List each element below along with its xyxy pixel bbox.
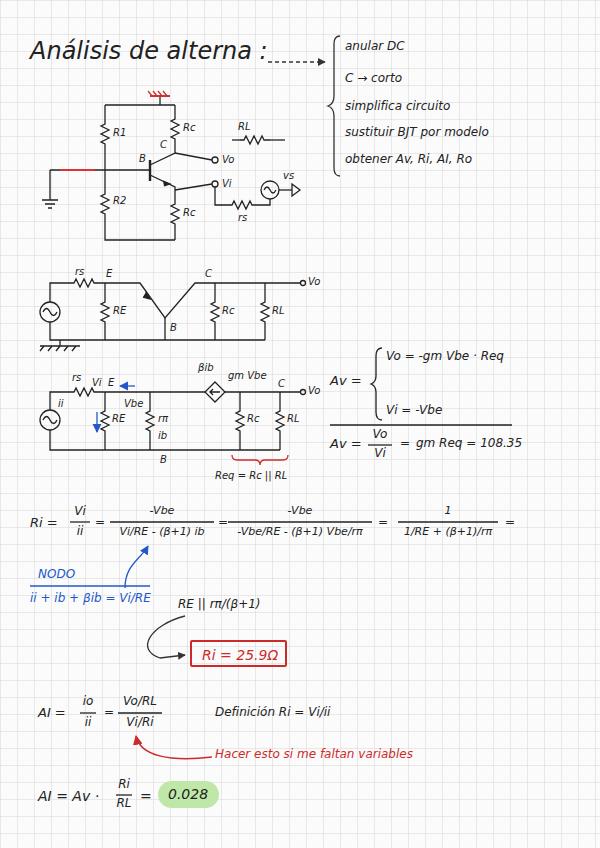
handwritten-label: rπ xyxy=(158,413,168,425)
handwritten-label: gm Vbe xyxy=(228,370,267,382)
handwritten-label: Av = xyxy=(330,374,362,389)
handwritten-label: R1 xyxy=(113,127,126,139)
handwritten-label: Rc xyxy=(222,305,234,317)
handwritten-label: -Vbe xyxy=(288,505,313,518)
node-text: 0.028 xyxy=(168,786,209,803)
handwritten-label: AI = Av · xyxy=(38,788,99,804)
handwritten-label: 1 xyxy=(445,505,452,518)
handwritten-label: Ri = xyxy=(30,516,58,531)
equation-marks xyxy=(70,348,512,795)
handwritten-label: Definición Ri = Vi/ii xyxy=(215,706,330,720)
handwritten-label: = xyxy=(218,516,228,530)
handwritten-label: io xyxy=(83,695,94,709)
handwritten-label: Vo xyxy=(373,428,388,442)
handwritten-label: RE xyxy=(113,305,126,317)
current-arrow xyxy=(120,385,135,386)
current-arrow xyxy=(96,412,97,432)
handwritten-label: = xyxy=(95,516,105,530)
handwritten-label: Hacer esto si me faltan variables xyxy=(215,748,413,762)
handwritten-label: NODO xyxy=(38,568,75,582)
handwritten-label: Vo/RL xyxy=(123,695,157,709)
handwritten-label: Rc xyxy=(183,207,195,219)
handwritten-label: βib xyxy=(198,362,214,374)
handwritten-label: Vi/Ri xyxy=(126,716,153,730)
handwritten-label: sustituir BJT por modelo xyxy=(345,126,489,140)
handwritten-label: E xyxy=(108,377,114,389)
handwritten-label: ii xyxy=(77,525,84,539)
handwritten-label: Vo = -gm Vbe · Req xyxy=(386,350,504,364)
handwritten-label: Vo xyxy=(308,385,320,397)
note-arrow xyxy=(125,546,148,588)
note-arrow xyxy=(136,736,212,759)
handwritten-label: rs xyxy=(75,266,84,278)
result-box: Ri = 25.9Ω xyxy=(190,640,287,667)
small-signal-circuit xyxy=(40,279,306,351)
note-arrow xyxy=(148,616,185,658)
handwritten-label: = xyxy=(104,706,114,720)
handwritten-label: B xyxy=(170,322,177,334)
handwritten-label: Vi xyxy=(74,505,86,519)
handwritten-label: Vi xyxy=(92,377,102,389)
hybrid-pi-model xyxy=(40,382,306,450)
handwritten-label: Req = Rc || RL xyxy=(215,470,287,482)
handwritten-label: anular DC xyxy=(345,40,405,54)
highlight-blob: 0.028 xyxy=(158,781,219,808)
handwritten-label: Vi/RE - (β+1) ib xyxy=(119,526,204,539)
handwritten-label: vs xyxy=(283,170,294,182)
handwritten-label: -Vbe/RE - (β+1) Vbe/rπ xyxy=(237,526,363,539)
handwritten-label: ii xyxy=(58,398,64,410)
handwritten-label: Vbe xyxy=(124,398,143,410)
bjt-circuit xyxy=(42,91,300,240)
handwritten-label: Vo xyxy=(222,154,234,166)
page-title: Análisis de alterna : xyxy=(30,38,268,66)
handwritten-label: AI = xyxy=(38,706,66,721)
handwritten-label: gm Req = 108.35 xyxy=(416,437,522,451)
dashed-arrow xyxy=(268,61,325,62)
handwritten-label: rs xyxy=(72,372,81,384)
handwritten-label: RE || rπ/(β+1) xyxy=(178,598,261,612)
handwritten-label: ib xyxy=(158,430,167,442)
handwritten-label: Rc xyxy=(247,413,259,425)
handwritten-label: obtener Av, Ri, AI, Ro xyxy=(345,153,472,167)
req-bracket xyxy=(232,455,288,465)
handwritten-label: rs xyxy=(238,212,247,224)
handwritten-label: Vi xyxy=(374,447,386,461)
handwritten-label: Av = xyxy=(330,437,362,452)
handwritten-label: RL xyxy=(272,305,285,317)
handwritten-label: B xyxy=(160,454,167,466)
handwritten-label: B xyxy=(139,153,146,165)
handwritten-label: C xyxy=(278,378,285,390)
handwritten-label: Vo xyxy=(308,276,320,288)
handwritten-label: RL xyxy=(238,121,251,133)
underline xyxy=(30,585,150,586)
handwritten-label: ii + ib + βib = Vi/RE xyxy=(30,592,151,606)
handwritten-label: C xyxy=(205,268,212,280)
handwritten-label: = xyxy=(378,516,388,530)
handwritten-label: E xyxy=(106,268,112,280)
handwritten-label: -Vbe xyxy=(150,505,175,518)
handwritten-label: R2 xyxy=(113,195,126,207)
handwritten-label: simplifica circuito xyxy=(345,100,450,114)
handwritten-label: Rc xyxy=(183,122,195,134)
handwritten-label: = xyxy=(505,516,515,530)
curly-brace xyxy=(328,36,340,176)
handwritten-label: Ri xyxy=(118,778,130,792)
handwritten-label: = xyxy=(140,788,152,804)
handwritten-label: RL xyxy=(116,797,131,811)
handwritten-label: C xyxy=(160,139,167,151)
handwritten-label: C → corto xyxy=(345,72,402,86)
handwritten-label: RE xyxy=(112,413,125,425)
handwritten-label: RL xyxy=(287,413,300,425)
handwritten-label: = xyxy=(400,437,410,451)
node-text: Ri = 25.9Ω xyxy=(202,647,275,664)
handwritten-label: Vi xyxy=(222,178,232,190)
handwritten-label: 1/RE + (β+1)/rπ xyxy=(404,526,492,539)
handwritten-label: ii xyxy=(85,716,92,730)
handwritten-label: Vi = -Vbe xyxy=(386,404,442,418)
